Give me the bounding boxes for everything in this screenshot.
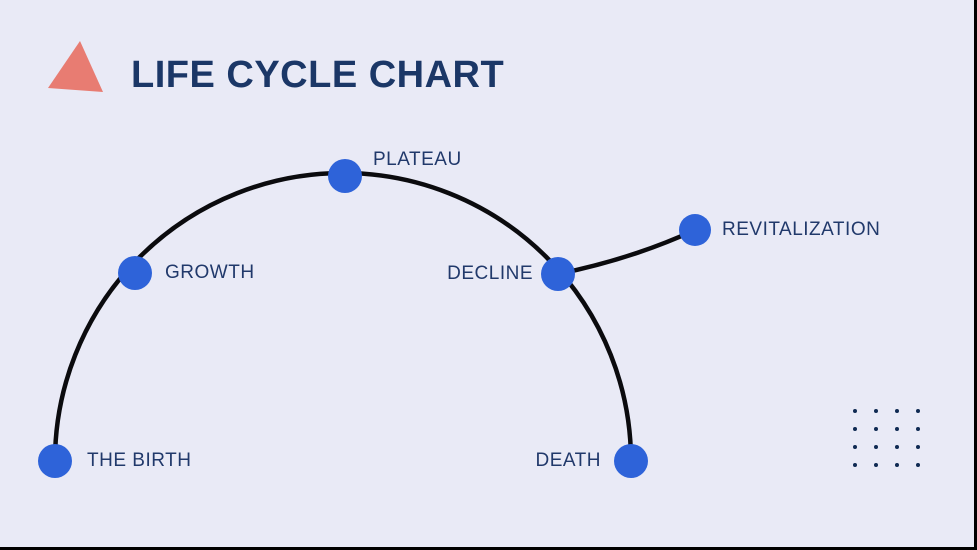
grid-dot [874,445,878,449]
grid-dot [853,427,857,431]
stage-dot-growth [118,256,152,290]
grid-dot [895,445,899,449]
page-title: LIFE CYCLE CHART [131,54,505,96]
grid-dot [853,445,857,449]
grid-dot [916,427,920,431]
stage-dot-revitalization [679,214,711,246]
stage-label-the-birth: THE BIRTH [87,450,192,471]
stage-dot-decline [541,257,575,291]
stage-label-revitalization: REVITALIZATION [722,219,881,240]
grid-dot [895,427,899,431]
stage-label-plateau: PLATEAU [373,149,462,170]
stage-dot-death [614,444,648,478]
grid-dot [874,409,878,413]
triangle-logo-icon [48,41,103,92]
stage-label-growth: GROWTH [165,262,255,283]
dot-grid-decoration [853,409,920,467]
grid-dot [853,463,857,467]
stage-dot-the-birth [38,444,72,478]
grid-dot [853,409,857,413]
stage-label-death: DEATH [535,450,601,471]
grid-dot [916,445,920,449]
grid-dot [874,427,878,431]
grid-dot [895,409,899,413]
stage-dot-plateau [328,159,362,193]
grid-dot [895,463,899,467]
grid-dot [916,409,920,413]
grid-dot [916,463,920,467]
grid-dot [874,463,878,467]
stage-label-decline: DECLINE [447,263,533,284]
